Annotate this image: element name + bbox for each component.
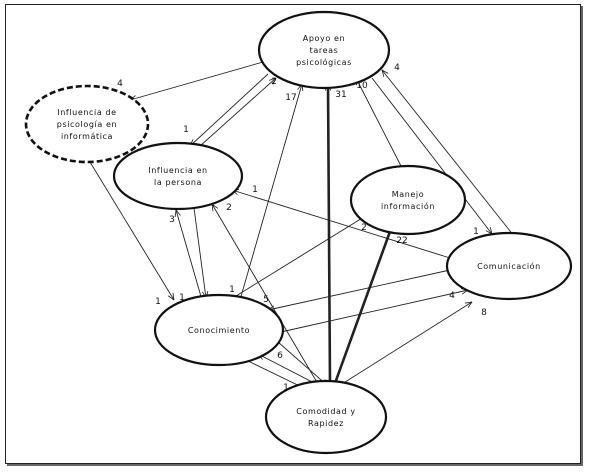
edge-comodidad-to-influencia_persona	[212, 204, 319, 385]
edge-weight-label: 1	[473, 227, 479, 237]
node-label-line: Comodidad y	[296, 407, 355, 416]
edge-weight-label: 2	[361, 223, 367, 233]
edge-weight-label: 8	[481, 308, 487, 318]
edge-weight-label: 1	[229, 285, 235, 295]
edge-apoyo-to-influencia_informatica	[130, 59, 271, 100]
edge-comunicacion-to-conocimiento	[268, 269, 451, 310]
edge-influencia_informatica-to-conocimiento	[89, 161, 174, 300]
node-label-line: tareas	[310, 46, 339, 55]
edge-apoyo-to-influencia_persona	[190, 73, 269, 146]
node-label-line: Comunicación	[477, 261, 541, 271]
edge-apoyo-to-comunicacion	[371, 77, 492, 234]
edge-comodidad-to-manejo	[332, 226, 394, 387]
node-label-line: Influencia de	[57, 108, 116, 117]
node-comunicacion: Comunicación	[445, 231, 573, 301]
edge-weight-label: 4	[394, 63, 400, 73]
node-label-line: informática	[61, 132, 113, 141]
node-label-line: Influencia en	[148, 166, 207, 175]
node-label-line: información	[381, 201, 435, 211]
edge-weight-label: 22	[396, 236, 407, 246]
edge-influencia_persona-to-apoyo	[199, 78, 276, 147]
edge-weight-label: 17	[285, 93, 296, 103]
edge-weight-label: 1	[179, 293, 185, 303]
edge-conocimiento-to-apoyo	[239, 84, 302, 301]
node-label-line: Rapidez	[308, 419, 344, 428]
edge-weight-label: 6	[277, 351, 283, 361]
edge-weight-label: 5	[263, 295, 269, 305]
node-conocimiento: Conocimiento	[153, 293, 285, 367]
edge-comodidad-to-comunicacion	[341, 302, 472, 385]
node-label-line: Manejo	[392, 190, 425, 199]
node-ellipse	[264, 379, 388, 455]
node-manejo: Manejo información	[349, 164, 467, 236]
edge-conocimiento-to-manejo	[235, 212, 372, 297]
edge-conocimiento-to-influencia_persona	[176, 210, 203, 301]
edge-conocimiento-to-comunicacion	[271, 290, 468, 335]
node-ellipse	[445, 231, 573, 301]
node-influencia-persona: Influencia en la persona	[112, 141, 244, 211]
edge-weight-label: 1	[283, 383, 289, 393]
node-comodidad: Comodidad y Rapidez	[264, 379, 388, 455]
edge-weight-label: 4	[117, 79, 123, 89]
edge-weight-label: 3	[169, 215, 175, 225]
edge-weight-label: 1	[155, 297, 161, 307]
edge-weight-label: 2	[226, 203, 232, 213]
node-ellipse	[112, 141, 244, 211]
edge-weight-label: 2	[271, 77, 277, 87]
edge-weight-label: 1	[252, 185, 258, 195]
node-label-line: Conocimiento	[188, 326, 250, 335]
edge-weight-label: 4	[449, 291, 455, 301]
edge-manejo-to-apoyo	[356, 78, 403, 169]
node-ellipse	[24, 84, 150, 164]
node-influencia-informatica: Influencia de psicología en informática	[24, 84, 150, 164]
node-apoyo: Apoyo en tareas psicológicas	[257, 10, 391, 90]
edge-influencia_persona-to-conocimiento	[193, 207, 206, 298]
edge-comunicacion-to-apoyo	[382, 70, 515, 237]
edge-comodidad-to-conocimiento	[258, 354, 321, 387]
node-ellipse	[153, 293, 285, 367]
edge-weight-label: 10	[356, 81, 368, 91]
edge-weight-label: 1	[183, 125, 189, 135]
edge-weight-label: 31	[335, 90, 346, 100]
node-label-line: psicología en	[57, 120, 117, 129]
node-ellipse	[349, 164, 467, 236]
edge-comodidad-to-apoyo	[328, 84, 332, 385]
node-label-line: psicológicas	[296, 57, 352, 67]
node-ellipse	[257, 10, 391, 90]
node-label-line: la persona	[154, 178, 202, 187]
edge-comunicacion-to-influencia_persona	[232, 190, 451, 259]
node-label-line: Apoyo en	[303, 34, 345, 43]
